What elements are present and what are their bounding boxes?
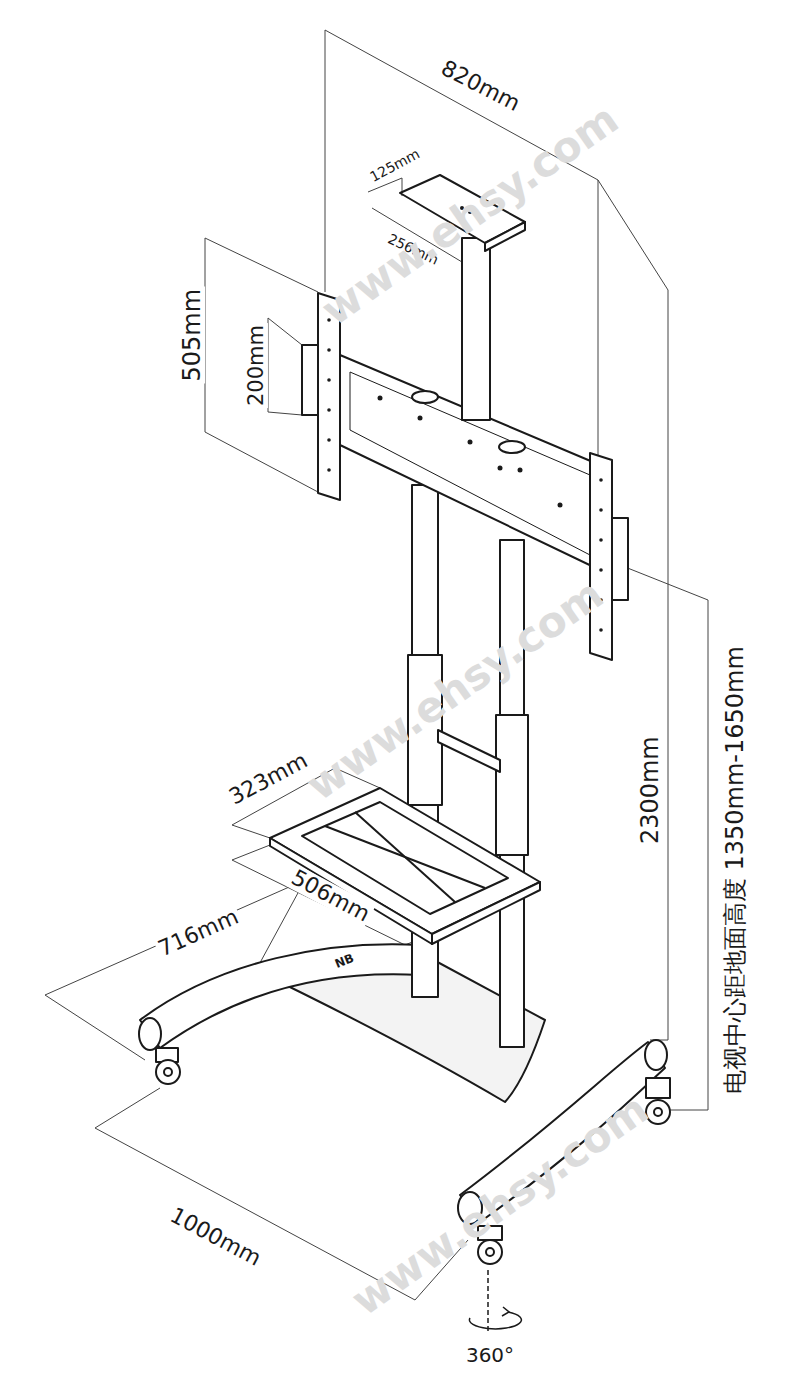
dimension-label: 2300mm: [637, 734, 663, 846]
dimension-label: 1000mm: [164, 1202, 266, 1272]
dimension-label: 323mm: [223, 747, 313, 810]
dimension-label: 716mm: [152, 904, 243, 962]
watermark: www.ehsy.com: [342, 1085, 659, 1326]
dimension-label: 505mm: [179, 287, 205, 384]
dimension-label: 820mm: [435, 55, 525, 117]
height-note: 电视中心距地面高度 1350mm-1650mm: [722, 644, 748, 1096]
watermark: www.ehsy.com: [297, 570, 614, 811]
rotation-label: 360°: [464, 1344, 516, 1366]
dimension-label: 125mm: [366, 146, 424, 187]
dimension-label: 200mm: [244, 324, 267, 409]
